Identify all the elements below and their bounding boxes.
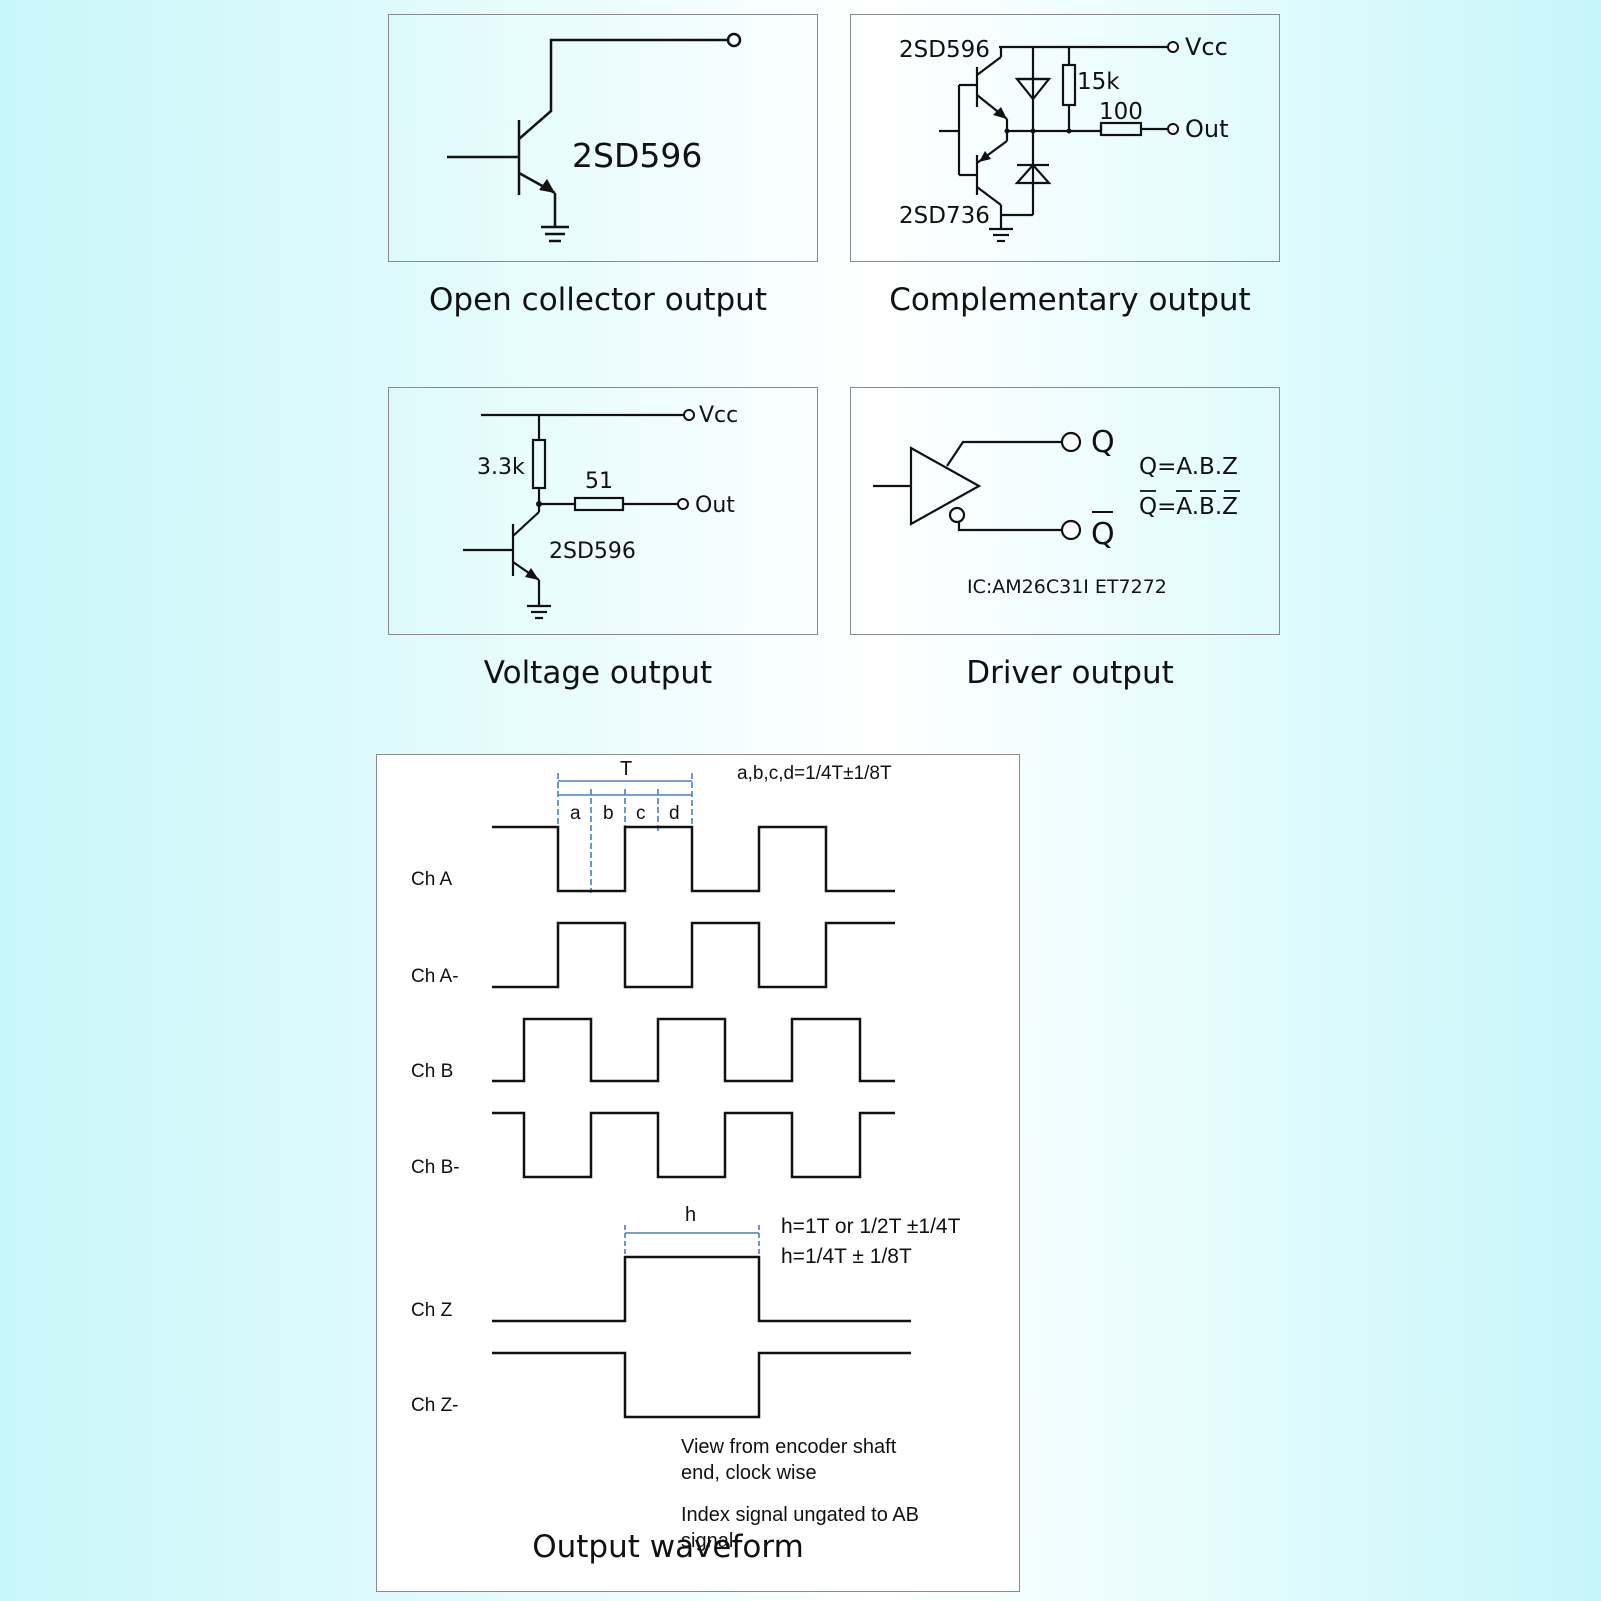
complementary-panel: 2SD596 2SD736 15k 100 Vcc Out <box>850 14 1280 262</box>
segment-label-d: d <box>669 803 680 824</box>
ch-z-signal <box>492 1255 911 1323</box>
equation-1: Q=A.B.Z <box>1139 454 1238 480</box>
transistor-bottom-label: 2SD736 <box>899 203 990 229</box>
transistor-label: 2SD596 <box>572 136 702 175</box>
channel-label-b: Ch B <box>411 1061 453 1082</box>
series-resistor-label: 100 <box>1099 99 1143 125</box>
period-dimension <box>557 773 693 893</box>
ch-z-bar-signal <box>492 1351 911 1419</box>
equation-2: Q=A.B.Z <box>1139 494 1238 520</box>
driver-panel: Q Q Q=A.B.Z Q=A.B.Z IC:AM26C31I ET7272 <box>850 387 1280 635</box>
channel-label-b-bar: Ch B- <box>411 1157 460 1178</box>
waveform-caption: Output waveform <box>532 1529 804 1565</box>
complementary-schematic: 2SD596 2SD736 15k 100 Vcc Out <box>899 33 1229 243</box>
index-note-2: h=1/4T ± 1/8T <box>781 1245 912 1268</box>
qbar-output-label: Q <box>1091 517 1115 552</box>
series-resistor-label: 51 <box>585 469 613 494</box>
complementary-caption: Complementary output <box>889 282 1251 318</box>
open-collector-schematic: 2SD596 <box>447 32 742 243</box>
ch-b-bar-signal <box>492 1111 895 1179</box>
channel-label-a-bar: Ch A- <box>411 966 459 987</box>
voltage-panel: 3.3k 51 Vcc Out 2SD596 <box>388 387 818 635</box>
segment-label-b: b <box>603 803 614 824</box>
voltage-caption: Voltage output <box>483 655 713 691</box>
transistor-label: 2SD596 <box>549 539 636 564</box>
index-width-label: h <box>685 1204 696 1226</box>
ch-a-signal <box>492 825 895 893</box>
index-dimension <box>624 1225 760 1257</box>
tolerance-note: a,b,c,d=1/4T±1/8T <box>737 763 892 784</box>
pullup-resistor-label: 3.3k <box>477 455 525 480</box>
out-label: Out <box>695 493 735 518</box>
q-output-label: Q <box>1091 425 1115 460</box>
segment-label-a: a <box>570 803 581 824</box>
period-label: T <box>620 758 632 780</box>
channel-label-z-bar: Ch Z- <box>411 1395 459 1416</box>
ch-b-signal <box>492 1017 895 1083</box>
view-note-1: View from encoder shaft <box>681 1436 897 1458</box>
index-gate-note-1: Index signal ungated to AB <box>681 1504 919 1526</box>
vcc-label: Vcc <box>699 403 738 428</box>
out-label: Out <box>1185 115 1229 143</box>
waveform-diagram: T a,b,c,d=1/4T±1/8T a b c d h h=1T or 1/… <box>411 758 961 1552</box>
pullup-resistor-label: 15k <box>1077 69 1120 95</box>
index-gate-note-2: signal <box>681 1530 733 1552</box>
transistor-top-label: 2SD596 <box>899 37 990 63</box>
channel-label-a: Ch A <box>411 869 453 890</box>
voltage-schematic: 3.3k 51 Vcc Out 2SD596 <box>463 403 738 620</box>
vcc-label: Vcc <box>1185 33 1228 61</box>
ch-a-bar-signal <box>492 921 895 989</box>
open-collector-panel: 2SD596 <box>388 14 818 262</box>
open-collector-caption: Open collector output <box>429 282 767 318</box>
driver-schematic: Q Q Q=A.B.Z Q=A.B.Z IC:AM26C31I ET7272 <box>873 425 1240 598</box>
view-note-2: end, clock wise <box>681 1462 817 1484</box>
index-note-1: h=1T or 1/2T ±1/4T <box>781 1215 961 1238</box>
ic-label: IC:AM26C31I ET7272 <box>967 576 1167 598</box>
waveform-panel: T a,b,c,d=1/4T±1/8T a b c d h h=1T or 1/… <box>376 754 1020 1592</box>
driver-caption: Driver output <box>966 655 1174 691</box>
channel-label-z: Ch Z <box>411 1300 453 1321</box>
segment-label-c: c <box>636 803 646 824</box>
